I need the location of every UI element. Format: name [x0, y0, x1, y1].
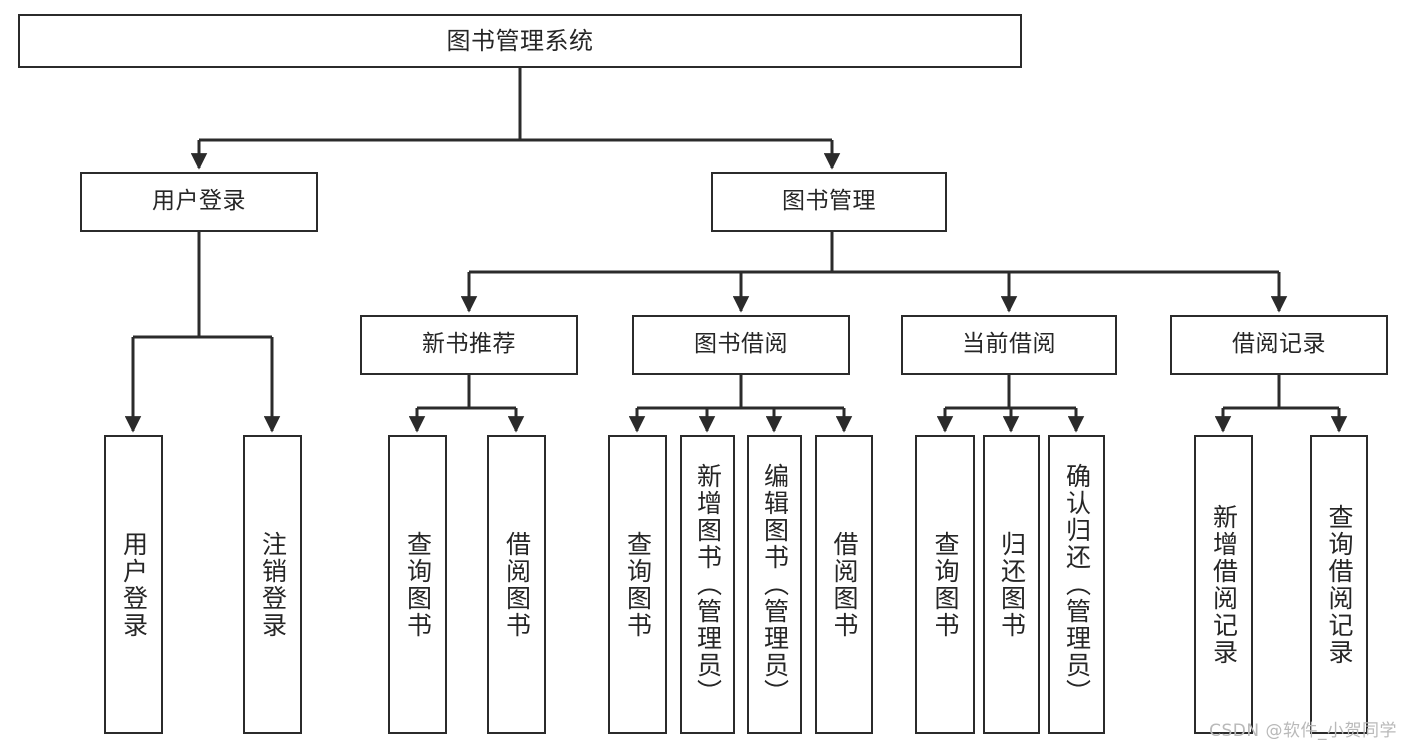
leaf-return-book[interactable]: 归还图书 [983, 435, 1040, 734]
node-level3-current-borrow-label: 当前借阅 [962, 331, 1056, 358]
leaf-query-book-borrow[interactable]: 查询图书 [608, 435, 667, 734]
leaf-query-borrow-record-label: 查询借阅记录 [1325, 503, 1354, 666]
node-level3-book-borrow[interactable]: 图书借阅 [632, 315, 850, 375]
leaf-edit-book-admin-label: 编辑图书（管理员） [760, 463, 790, 706]
leaf-query-book-current[interactable]: 查询图书 [915, 435, 975, 734]
leaf-confirm-return-admin[interactable]: 确认归还（管理员） [1048, 435, 1105, 734]
leaf-return-book-label: 归还图书 [997, 530, 1027, 639]
leaf-logout-label: 注销登录 [258, 530, 288, 639]
leaf-borrow-book-recommend[interactable]: 借阅图书 [487, 435, 546, 734]
node-level2-user-login-label: 用户登录 [152, 188, 246, 215]
leaf-add-borrow-record-label: 新增借阅记录 [1209, 503, 1239, 666]
leaf-query-book-current-label: 查询图书 [931, 530, 960, 639]
watermark-text: CSDN @软件_小贺同学 [1209, 721, 1397, 741]
leaf-query-book-recommend-label: 查询图书 [403, 530, 433, 639]
node-level2-book-management-label: 图书管理 [782, 188, 876, 215]
node-level3-book-borrow-label: 图书借阅 [694, 331, 788, 358]
node-level3-current-borrow[interactable]: 当前借阅 [901, 315, 1117, 375]
node-level3-new-book-recommend-label: 新书推荐 [422, 331, 516, 358]
leaf-add-book-admin[interactable]: 新增图书（管理员） [680, 435, 735, 734]
leaf-logout[interactable]: 注销登录 [243, 435, 302, 734]
leaf-add-borrow-record[interactable]: 新增借阅记录 [1194, 435, 1253, 734]
node-level3-borrow-record[interactable]: 借阅记录 [1170, 315, 1388, 375]
node-level2-user-login[interactable]: 用户登录 [80, 172, 318, 232]
node-root[interactable]: 图书管理系统 [18, 14, 1022, 68]
node-level3-borrow-record-label: 借阅记录 [1232, 331, 1326, 358]
leaf-query-borrow-record[interactable]: 查询借阅记录 [1310, 435, 1368, 734]
leaf-query-book-recommend[interactable]: 查询图书 [388, 435, 447, 734]
node-level3-new-book-recommend[interactable]: 新书推荐 [360, 315, 578, 375]
leaf-borrow-book-recommend-label: 借阅图书 [502, 530, 532, 639]
leaf-user-login-label: 用户登录 [119, 530, 149, 639]
leaf-user-login[interactable]: 用户登录 [104, 435, 163, 734]
node-root-label: 图书管理系统 [446, 26, 594, 55]
leaf-query-book-borrow-label: 查询图书 [623, 530, 653, 639]
node-level2-book-management[interactable]: 图书管理 [711, 172, 947, 232]
leaf-borrow-book[interactable]: 借阅图书 [815, 435, 873, 734]
leaf-confirm-return-admin-label: 确认归还（管理员） [1062, 463, 1092, 706]
leaf-borrow-book-label: 借阅图书 [830, 530, 859, 639]
leaf-add-book-admin-label: 新增图书（管理员） [693, 463, 723, 706]
leaf-edit-book-admin[interactable]: 编辑图书（管理员） [747, 435, 802, 734]
